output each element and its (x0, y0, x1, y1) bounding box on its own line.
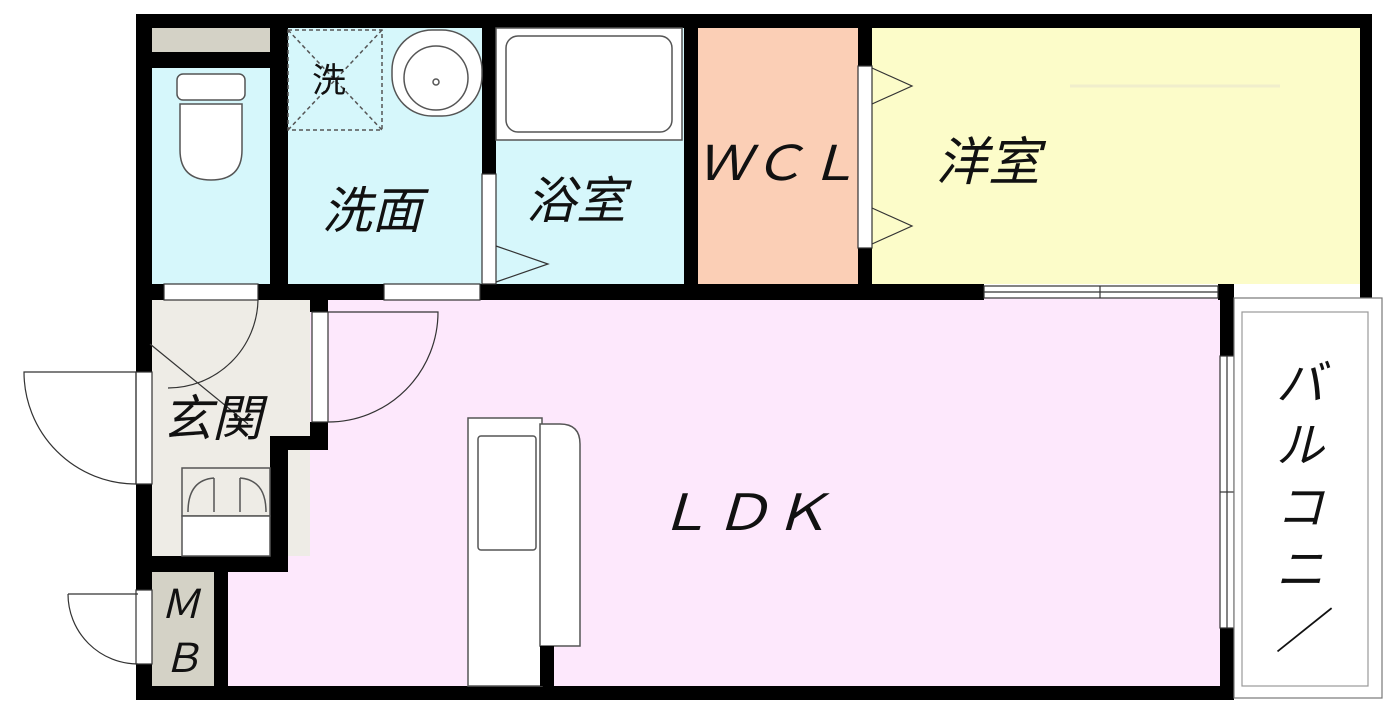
toilet-door-line (149, 343, 249, 425)
balcony-label: バ ル コ ニ ／ (1276, 356, 1333, 660)
washer-mark: 洗 (312, 61, 346, 101)
wall-mid-h2 (258, 284, 384, 300)
wall-toilet-right (270, 14, 288, 300)
balcony-outline (1233, 297, 1383, 699)
meter-box-char-m: Ｍ (160, 582, 202, 628)
bath-label: 浴室 (526, 172, 632, 230)
shoe-cabinet-base (181, 515, 271, 557)
toilet-door-opening (163, 283, 259, 301)
toilet-tank (176, 73, 246, 101)
wall-toilet-shelf (152, 52, 270, 68)
bathtub (495, 27, 683, 141)
meter-box-label: Ｍ Ｂ (160, 582, 202, 682)
toilet-shelf (152, 28, 270, 52)
washbasin-drain (432, 78, 440, 86)
ldk-door-leaf (311, 311, 329, 423)
washer-diag-1 (287, 29, 383, 131)
western-room-label: 洋室 (936, 133, 1047, 193)
wcl-label: ＷＣＬ (696, 136, 860, 192)
wash-door-opening (383, 283, 481, 301)
wall-entrance-right (310, 296, 328, 312)
wall-entrance-inner (270, 436, 288, 572)
wcl-door-strip (857, 65, 873, 249)
wall-left-mid (136, 484, 152, 590)
shoe-door-l (187, 477, 215, 513)
room-labels: 洗 洗面 浴室 ＷＣＬ 洋室 玄関 ＬＤＫ バ ル コ ニ ／ Ｍ Ｂ (160, 61, 1333, 682)
shoe-door-r (239, 477, 267, 513)
meter-box-floor (152, 572, 214, 686)
washer-diag-2 (287, 29, 383, 131)
wall-ldk-right-bottom (1220, 628, 1234, 700)
balcony-char-5: ／ (1276, 604, 1333, 660)
bath-door-fold (495, 245, 550, 283)
shoe-cabinet (181, 467, 271, 517)
kitchen-post (540, 646, 554, 686)
wall-left (136, 14, 152, 372)
bathtub-inner (505, 35, 673, 133)
balcony-inner (1241, 311, 1369, 687)
washbasin-bowl (403, 45, 469, 111)
toilet-bowl (179, 103, 243, 181)
western-room-floor (872, 28, 1360, 284)
kitchen-stove (539, 423, 581, 647)
kitchen-sink (477, 435, 537, 551)
washbasin (391, 29, 483, 117)
wall-right-upper (1360, 14, 1372, 298)
balcony-char-1: バ (1276, 356, 1331, 412)
ldk-label: ＬＤＫ (654, 484, 830, 542)
entrance-label: 玄関 (162, 390, 268, 448)
fixtures (176, 27, 683, 687)
mb-door-leaf (135, 589, 153, 665)
front-door-leaf (135, 371, 153, 485)
wcl-door-fold-1 (871, 67, 914, 105)
ldk-floor-upper (320, 296, 1220, 436)
ldk-door-swing (327, 311, 439, 423)
wall-top (136, 14, 1372, 28)
wall-mid-h1 (136, 284, 164, 300)
wall-bottom (136, 686, 1234, 700)
wall-meter-right (214, 556, 228, 700)
wcl-door-fold-2 (871, 207, 914, 245)
wall-wcl-right-top (858, 14, 872, 66)
wall-bath-right (684, 14, 698, 300)
meter-box-char-b: Ｂ (162, 636, 202, 682)
washroom-label: 洗面 (322, 182, 429, 240)
wall-wash-right-top (482, 14, 496, 174)
wall-mid-h3 (480, 284, 984, 300)
kitchen-counter (467, 417, 543, 687)
toilet-door-swing (167, 299, 259, 389)
wall-meter-top (136, 556, 288, 572)
balcony-char-3: コ (1276, 480, 1325, 536)
washer-pan (287, 29, 383, 131)
wall-ldk-right-top (1220, 284, 1234, 356)
mb-door-swing (67, 593, 139, 665)
front-door-swing (23, 371, 137, 485)
balcony-char-4: ニ (1276, 542, 1324, 598)
balcony-char-2: ル (1276, 418, 1326, 474)
doors (23, 65, 1383, 699)
wall-mid-h4 (1218, 284, 1234, 300)
wcl-floor (698, 28, 858, 284)
wall-wcl-right-bottom (858, 248, 872, 300)
walls (136, 14, 1372, 700)
room-fills (152, 28, 1360, 686)
bath-door-strip (481, 173, 497, 285)
